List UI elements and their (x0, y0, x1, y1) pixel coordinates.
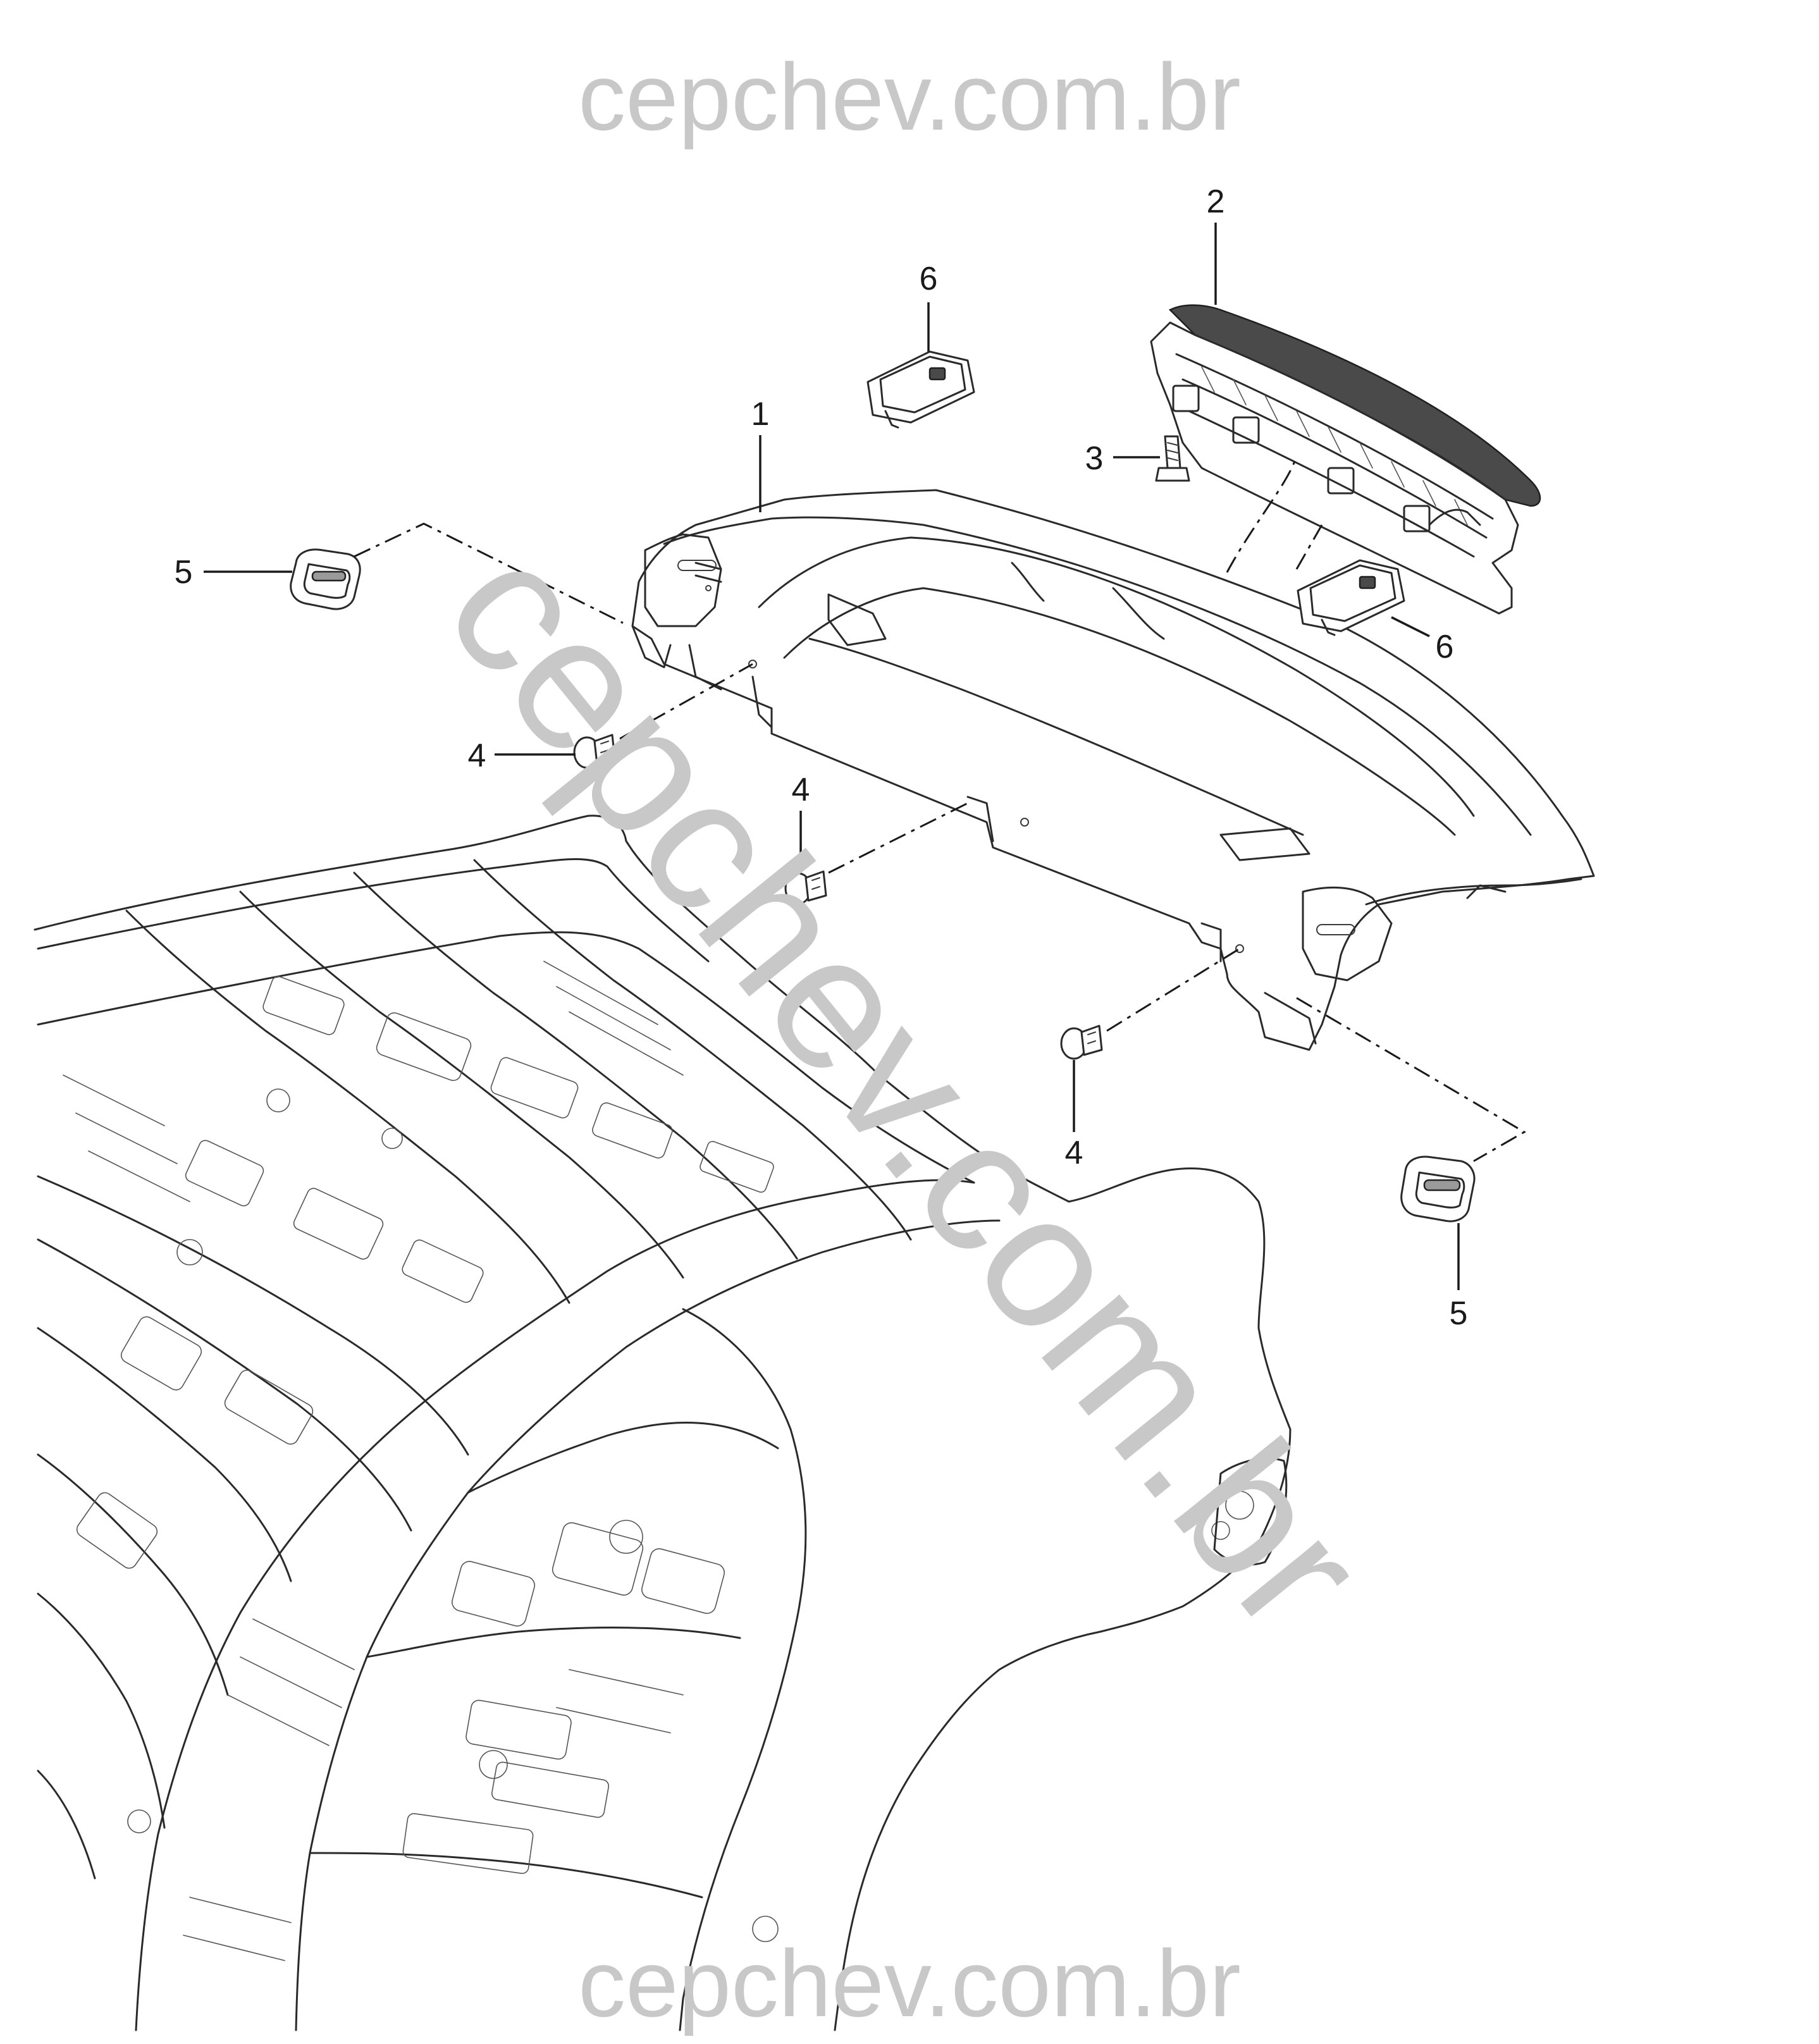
callout-leaders (204, 223, 1460, 1290)
assembly-lines (354, 455, 1526, 1162)
callout-part-4-center: 4 (792, 772, 810, 808)
push-clip-center (784, 870, 827, 905)
watermark-bottom: cepchev.com.br (578, 1930, 1241, 2036)
bolt-fastener (1155, 435, 1190, 482)
callout-part-4-left: 4 (468, 737, 486, 774)
callout-part-6-top: 6 (920, 261, 938, 297)
callout-part-1: 1 (751, 396, 770, 433)
callout-part-6-right: 6 (1436, 629, 1454, 665)
push-clip-right (1060, 1025, 1103, 1060)
watermark-top: cepchev.com.br (578, 44, 1241, 150)
push-clip-left (573, 734, 616, 769)
callout-part-5-right: 5 (1450, 1295, 1468, 1332)
callout-labels: 1 2 3 4 4 4 5 5 6 6 (175, 183, 1468, 1332)
cover-cap-right (1297, 559, 1405, 636)
grommet-right (1400, 1155, 1476, 1222)
grommet-left (290, 548, 361, 610)
vehicle-body-structure (34, 815, 1292, 2031)
rear-shelf-panel (631, 489, 1595, 1051)
cover-cap-top (866, 350, 975, 429)
callout-part-3: 3 (1085, 440, 1104, 477)
callout-part-5-left: 5 (175, 554, 193, 591)
callout-part-2: 2 (1207, 183, 1225, 220)
callout-part-4-right: 4 (1065, 1135, 1083, 1171)
high-mount-stop-lamp (1150, 304, 1541, 615)
